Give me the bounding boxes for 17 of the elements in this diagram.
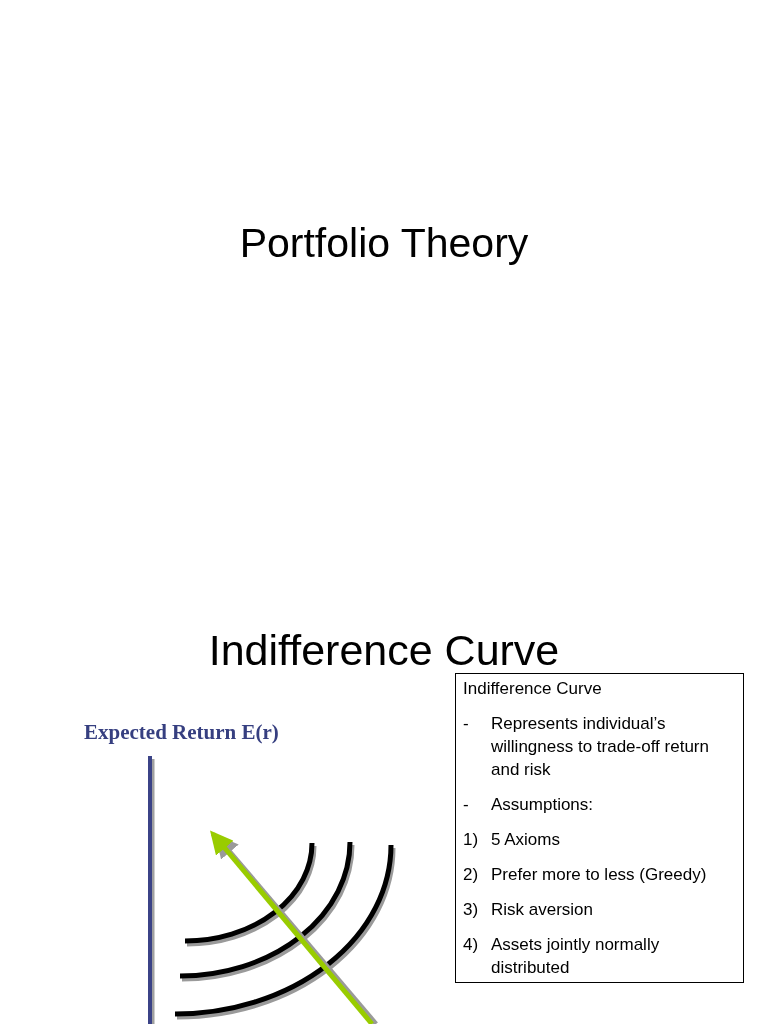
slide-heading: Indifference Curve	[207, 625, 561, 676]
list-marker: 1)	[463, 829, 480, 851]
list-item: Assets jointly normally distributed	[491, 934, 661, 979]
list-marker: 4)	[463, 934, 480, 956]
list-item: 5 Axioms	[491, 829, 561, 851]
list-marker: 3)	[463, 899, 480, 921]
list-item: Assumptions:	[491, 794, 595, 816]
list-item: Prefer more to less (Greedy)	[491, 864, 708, 886]
box-heading: Indifference Curve	[463, 678, 603, 700]
list-marker: 2)	[463, 864, 480, 886]
list-item: Risk aversion	[491, 899, 595, 921]
axis-label: Expected Return E(r)	[84, 719, 279, 746]
slide-title: Portfolio Theory	[238, 219, 530, 268]
list-marker: -	[463, 713, 470, 735]
list-item: Represents individual’s willingness to trade-off return and risk	[491, 713, 710, 781]
list-marker: -	[463, 794, 470, 816]
text-box	[455, 673, 744, 983]
